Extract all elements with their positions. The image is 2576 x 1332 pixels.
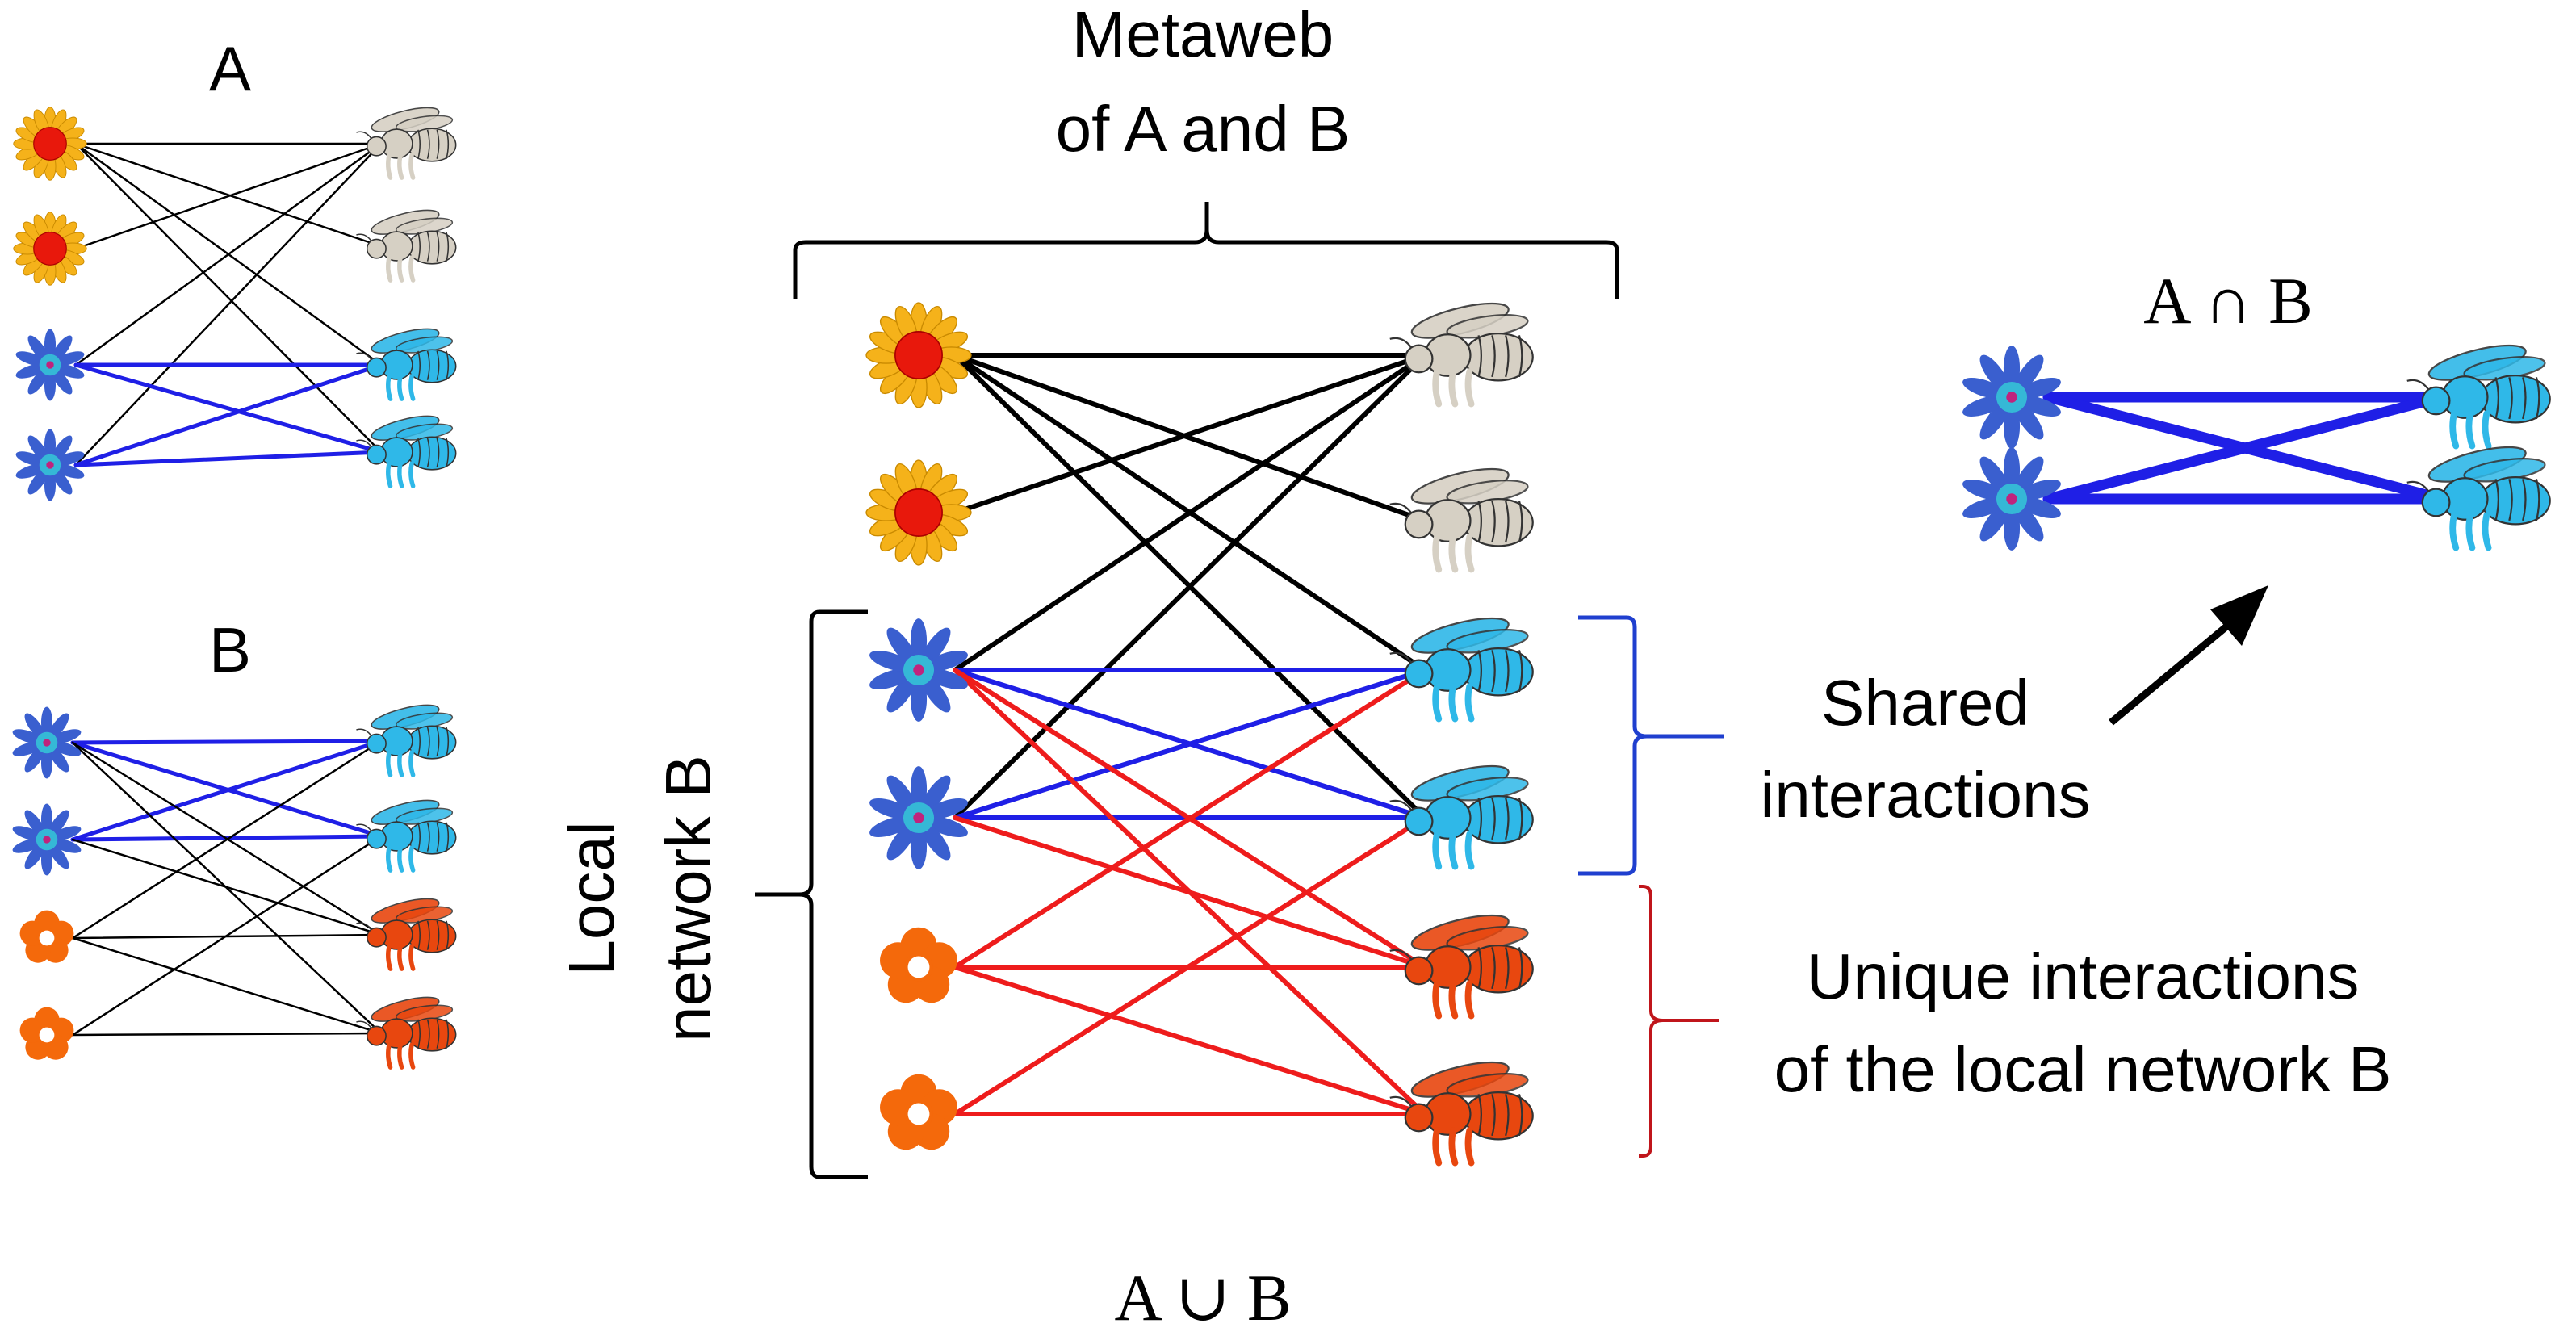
A-interaction-edge	[74, 142, 383, 248]
A-interaction-edge	[74, 142, 383, 467]
orange-bee-icon	[356, 996, 457, 1070]
blue-flower-icon	[869, 766, 968, 869]
grey-bee-icon	[356, 107, 457, 180]
blue-bee-icon	[2406, 446, 2551, 551]
blue-bee-icon	[1389, 617, 1534, 723]
metaweb-brace	[793, 202, 1619, 299]
sunflower-icon	[865, 302, 972, 408]
grey-bee-icon	[356, 209, 457, 283]
sunflower-icon	[13, 212, 87, 286]
metaweb-interaction-edge	[953, 815, 1427, 1116]
unique-interactions-line1: Unique interactions	[1807, 940, 2360, 1012]
sunflower-icon	[13, 107, 87, 181]
metaweb-title-line1: Metaweb	[1072, 0, 1334, 70]
intersection-arrow-head	[2210, 585, 2268, 646]
metaweb-interaction-edge	[953, 668, 1427, 970]
A-interaction-edge	[73, 362, 383, 467]
intersection-network	[1962, 344, 2551, 551]
metaweb-interaction-edge	[953, 668, 1427, 820]
union-label: A ∪ B	[1114, 1261, 1291, 1332]
B-interaction-edge	[70, 739, 383, 745]
B-interaction-edge	[71, 1032, 383, 1037]
B-interaction-edge	[71, 838, 383, 936]
intersection-interaction-edge	[2042, 392, 2448, 505]
A-network	[13, 107, 457, 501]
shared-interactions-brace	[1578, 615, 1724, 876]
local-network-label-line1: Local	[555, 821, 627, 975]
B-interaction-edge	[71, 835, 383, 1037]
orange-flower-icon	[880, 927, 957, 1003]
metaweb-interaction-edge	[953, 353, 1427, 672]
shared-interactions-line1: Shared	[1821, 667, 2029, 739]
orange-flower-icon	[19, 910, 74, 963]
metaweb-network	[865, 302, 1534, 1167]
blue-bee-icon	[356, 328, 457, 401]
B-interaction-edge	[71, 936, 383, 1035]
intersection-arrow-shaft	[2109, 612, 2243, 726]
shared-interactions-line2: interactions	[1760, 759, 2090, 831]
unique-interactions-line2: of the local network B	[1774, 1033, 2392, 1105]
B-interaction-edge	[71, 739, 383, 940]
metaweb-title-line2: of A and B	[1056, 93, 1351, 165]
blue-flower-icon	[869, 618, 968, 722]
A-interaction-edge	[73, 362, 383, 454]
local-network-label-line2: network B	[652, 755, 724, 1042]
orange-bee-icon	[1389, 914, 1534, 1020]
local-network-brace	[755, 609, 868, 1179]
grey-bee-icon	[1389, 302, 1534, 408]
blue-bee-icon	[356, 799, 457, 873]
A-interaction-edge	[73, 450, 383, 467]
metaweb-interaction-edge	[953, 965, 1427, 1116]
grey-bee-icon	[1389, 467, 1534, 573]
blue-flower-icon	[1962, 346, 2061, 449]
blue-bee-icon	[356, 415, 457, 488]
blue-bee-icon	[1389, 764, 1534, 870]
orange-bee-icon	[1389, 1061, 1534, 1167]
intersection-label: A ∩ B	[2143, 264, 2313, 337]
blue-bee-icon	[356, 704, 457, 777]
blue-bee-icon	[2406, 344, 2551, 450]
blue-flower-icon	[12, 803, 82, 876]
metaweb-interaction-edge	[953, 353, 1427, 515]
blue-flower-icon	[15, 429, 85, 501]
orange-flower-icon	[19, 1007, 74, 1060]
panel-a-label: A	[209, 33, 251, 104]
orange-bee-icon	[356, 898, 457, 971]
A-interaction-edge	[74, 142, 383, 367]
metaweb-interaction-edge	[953, 353, 1427, 523]
blue-flower-icon	[12, 706, 82, 779]
B-network	[12, 704, 457, 1070]
sunflower-icon	[865, 459, 972, 566]
blue-flower-icon	[15, 329, 85, 401]
B-interaction-edge	[70, 739, 383, 842]
A-interaction-edge	[74, 142, 383, 454]
metaweb-interaction-edge	[953, 815, 1427, 970]
panel-b-label: B	[209, 614, 251, 685]
unique-interactions-brace	[1639, 885, 1719, 1158]
orange-flower-icon	[880, 1074, 957, 1150]
metaweb-interaction-edge	[953, 353, 1427, 820]
A-interaction-edge	[74, 142, 383, 250]
blue-flower-icon	[1962, 447, 2061, 551]
